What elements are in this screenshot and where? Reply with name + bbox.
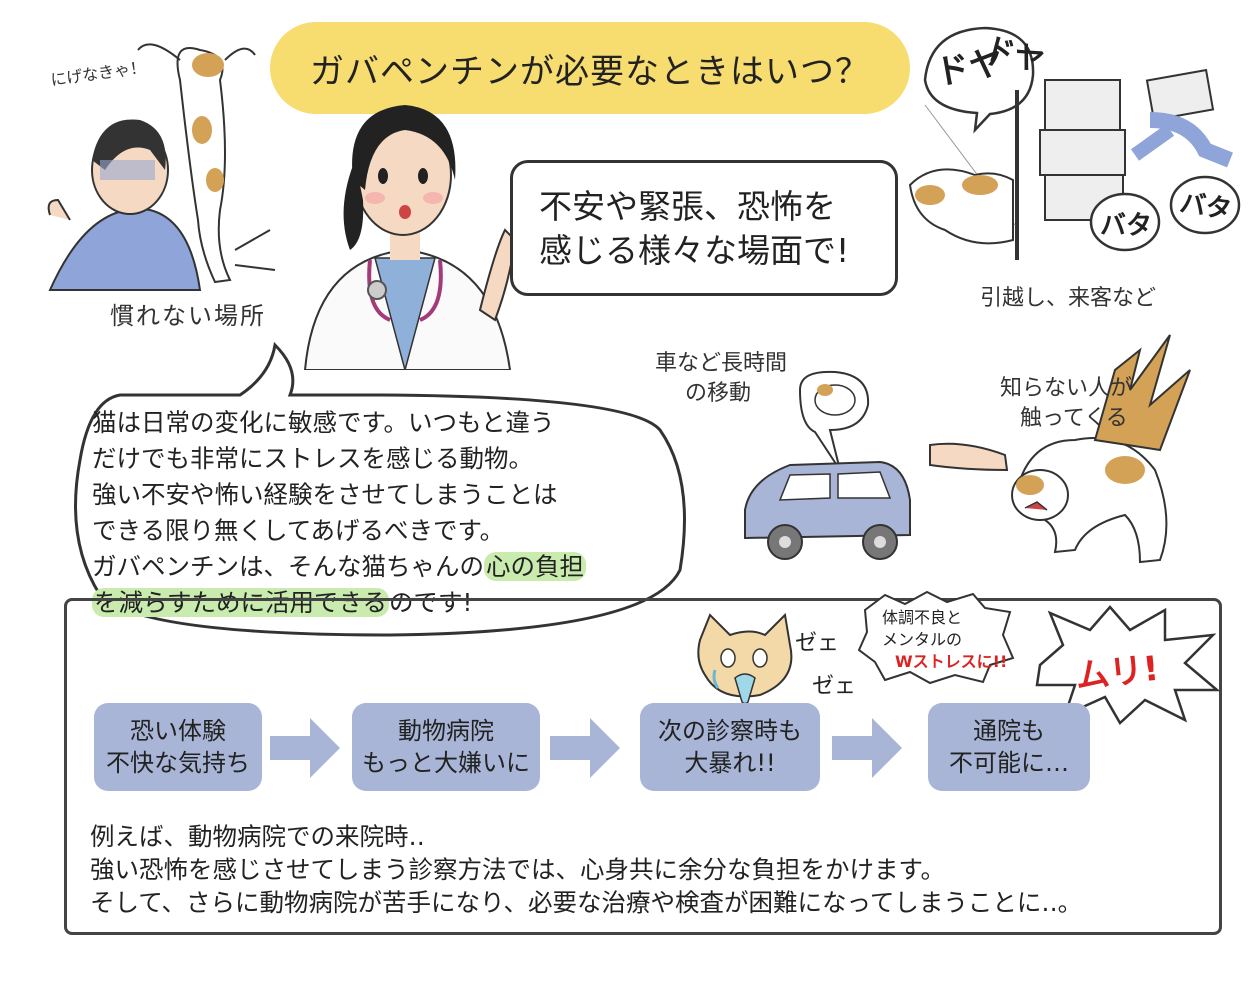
stress-line-3: Wストレスに!! xyxy=(895,652,1008,671)
flow-step-2: 動物病院 もっと大嫌いに xyxy=(352,703,540,791)
page-title: ガバペンチンが必要なときはいつ？ xyxy=(270,22,910,114)
flow-step-3-line-2: 大暴れ!! xyxy=(684,749,776,777)
speech-box: 不安や緊張、恐怖を 感じる様々な場面で! xyxy=(510,160,898,296)
arrow-icon xyxy=(832,718,902,778)
speech-line-1: 不安や緊張、恐怖を xyxy=(539,187,836,226)
explanation-line-5: ガバペンチンは、そんな猫ちゃんの心の負担 xyxy=(92,549,662,585)
explanation-line-1: 猫は日常の変化に敏感です。いつもと違う xyxy=(92,408,555,437)
bata-text-1: バタ xyxy=(1100,211,1153,241)
flow-step-1: 恐い体験 不快な気持ち xyxy=(94,703,262,791)
explanation-line-6: を減らすために活用できるのです! xyxy=(92,585,662,621)
explanation-line-3: 強い不安や怖い経験をさせてしまうことは xyxy=(92,480,558,509)
illustration-doctor xyxy=(303,105,517,370)
flow-step-4-line-2: 不可能に… xyxy=(949,749,1069,777)
highlight-text-2: を減らすために活用できる xyxy=(92,588,390,617)
flow-step-3: 次の診察時も 大暴れ!! xyxy=(640,703,820,791)
bottom-line-2: 強い恐怖を感じさせてしまう診察方法では、心身共に余分な負担をかけます。 xyxy=(90,855,946,884)
arrow-icon xyxy=(550,718,620,778)
illustration-cat-escape xyxy=(47,43,276,291)
breathing-text-2: ゼェ xyxy=(812,674,857,699)
moving-visitors-label: 引越し、来客など xyxy=(980,286,1157,311)
flow-step-2-line-2: もっと大嫌いに xyxy=(362,749,530,777)
arrow-icon xyxy=(270,718,340,778)
bata-text-2: バタ xyxy=(1177,188,1234,226)
car-label-line-1: 車など長時間 xyxy=(655,351,788,376)
speech-line-2: 感じる様々な場面で! xyxy=(539,231,850,270)
flow-panel xyxy=(64,598,1222,935)
bottom-line-1: 例えば、動物病院での来院時‥ xyxy=(90,822,425,851)
flow-step-3-line-1: 次の診察時も xyxy=(658,717,802,745)
illustration-sick-cat xyxy=(697,612,793,705)
highlight-text-1: 心の負担 xyxy=(484,552,586,581)
flow-step-1-line-1: 恐い体験 xyxy=(130,717,226,745)
stress-line-1: 体調不良と xyxy=(882,608,963,627)
car-label-line-2: の移動 xyxy=(685,381,752,406)
explanation-line-4: できる限り無くしてあげるべきです。 xyxy=(92,516,505,545)
bottom-text: 例えば、動物病院での来院時‥ 強い恐怖を感じさせてしまう診察方法では、心身共に余… xyxy=(90,820,1210,919)
stranger-label-line-1: 知らない人が xyxy=(1000,376,1133,401)
flow-step-2-line-1: 動物病院 xyxy=(398,717,494,745)
unfamiliar-place-label: 慣れない場所 xyxy=(110,302,266,330)
flow-step-4: 通院も 不可能に… xyxy=(928,703,1090,791)
explanation-line-5-pre: ガバペンチンは、そんな猫ちゃんの xyxy=(92,552,484,581)
stranger-label-line-2: 触ってくる xyxy=(1020,406,1128,431)
explanation-line-2: だけでも非常にストレスを感じる動物。 xyxy=(92,444,533,473)
illustration-moving xyxy=(908,26,1241,260)
muri-text: ムリ! xyxy=(1073,648,1161,698)
bottom-line-3: そして、さらに動物病院が苦手になり、必要な治療や検査が困難になってしまうことに‥… xyxy=(90,888,1083,917)
explanation-text: 猫は日常の変化に敏感です。いつもと違う だけでも非常にストレスを感じる動物。 強… xyxy=(92,405,662,621)
flow-step-4-line-1: 通院も xyxy=(973,717,1045,745)
breathing-text-1: ゼェ xyxy=(795,631,840,656)
explanation-line-6-post: のです! xyxy=(389,588,473,617)
flow-step-1-line-2: 不快な気持ち xyxy=(106,749,250,777)
stress-burst xyxy=(857,590,1015,685)
illustration-car xyxy=(744,370,911,560)
stress-line-2: メンタルの xyxy=(882,630,963,649)
illustration-stranger-cat xyxy=(929,334,1191,564)
